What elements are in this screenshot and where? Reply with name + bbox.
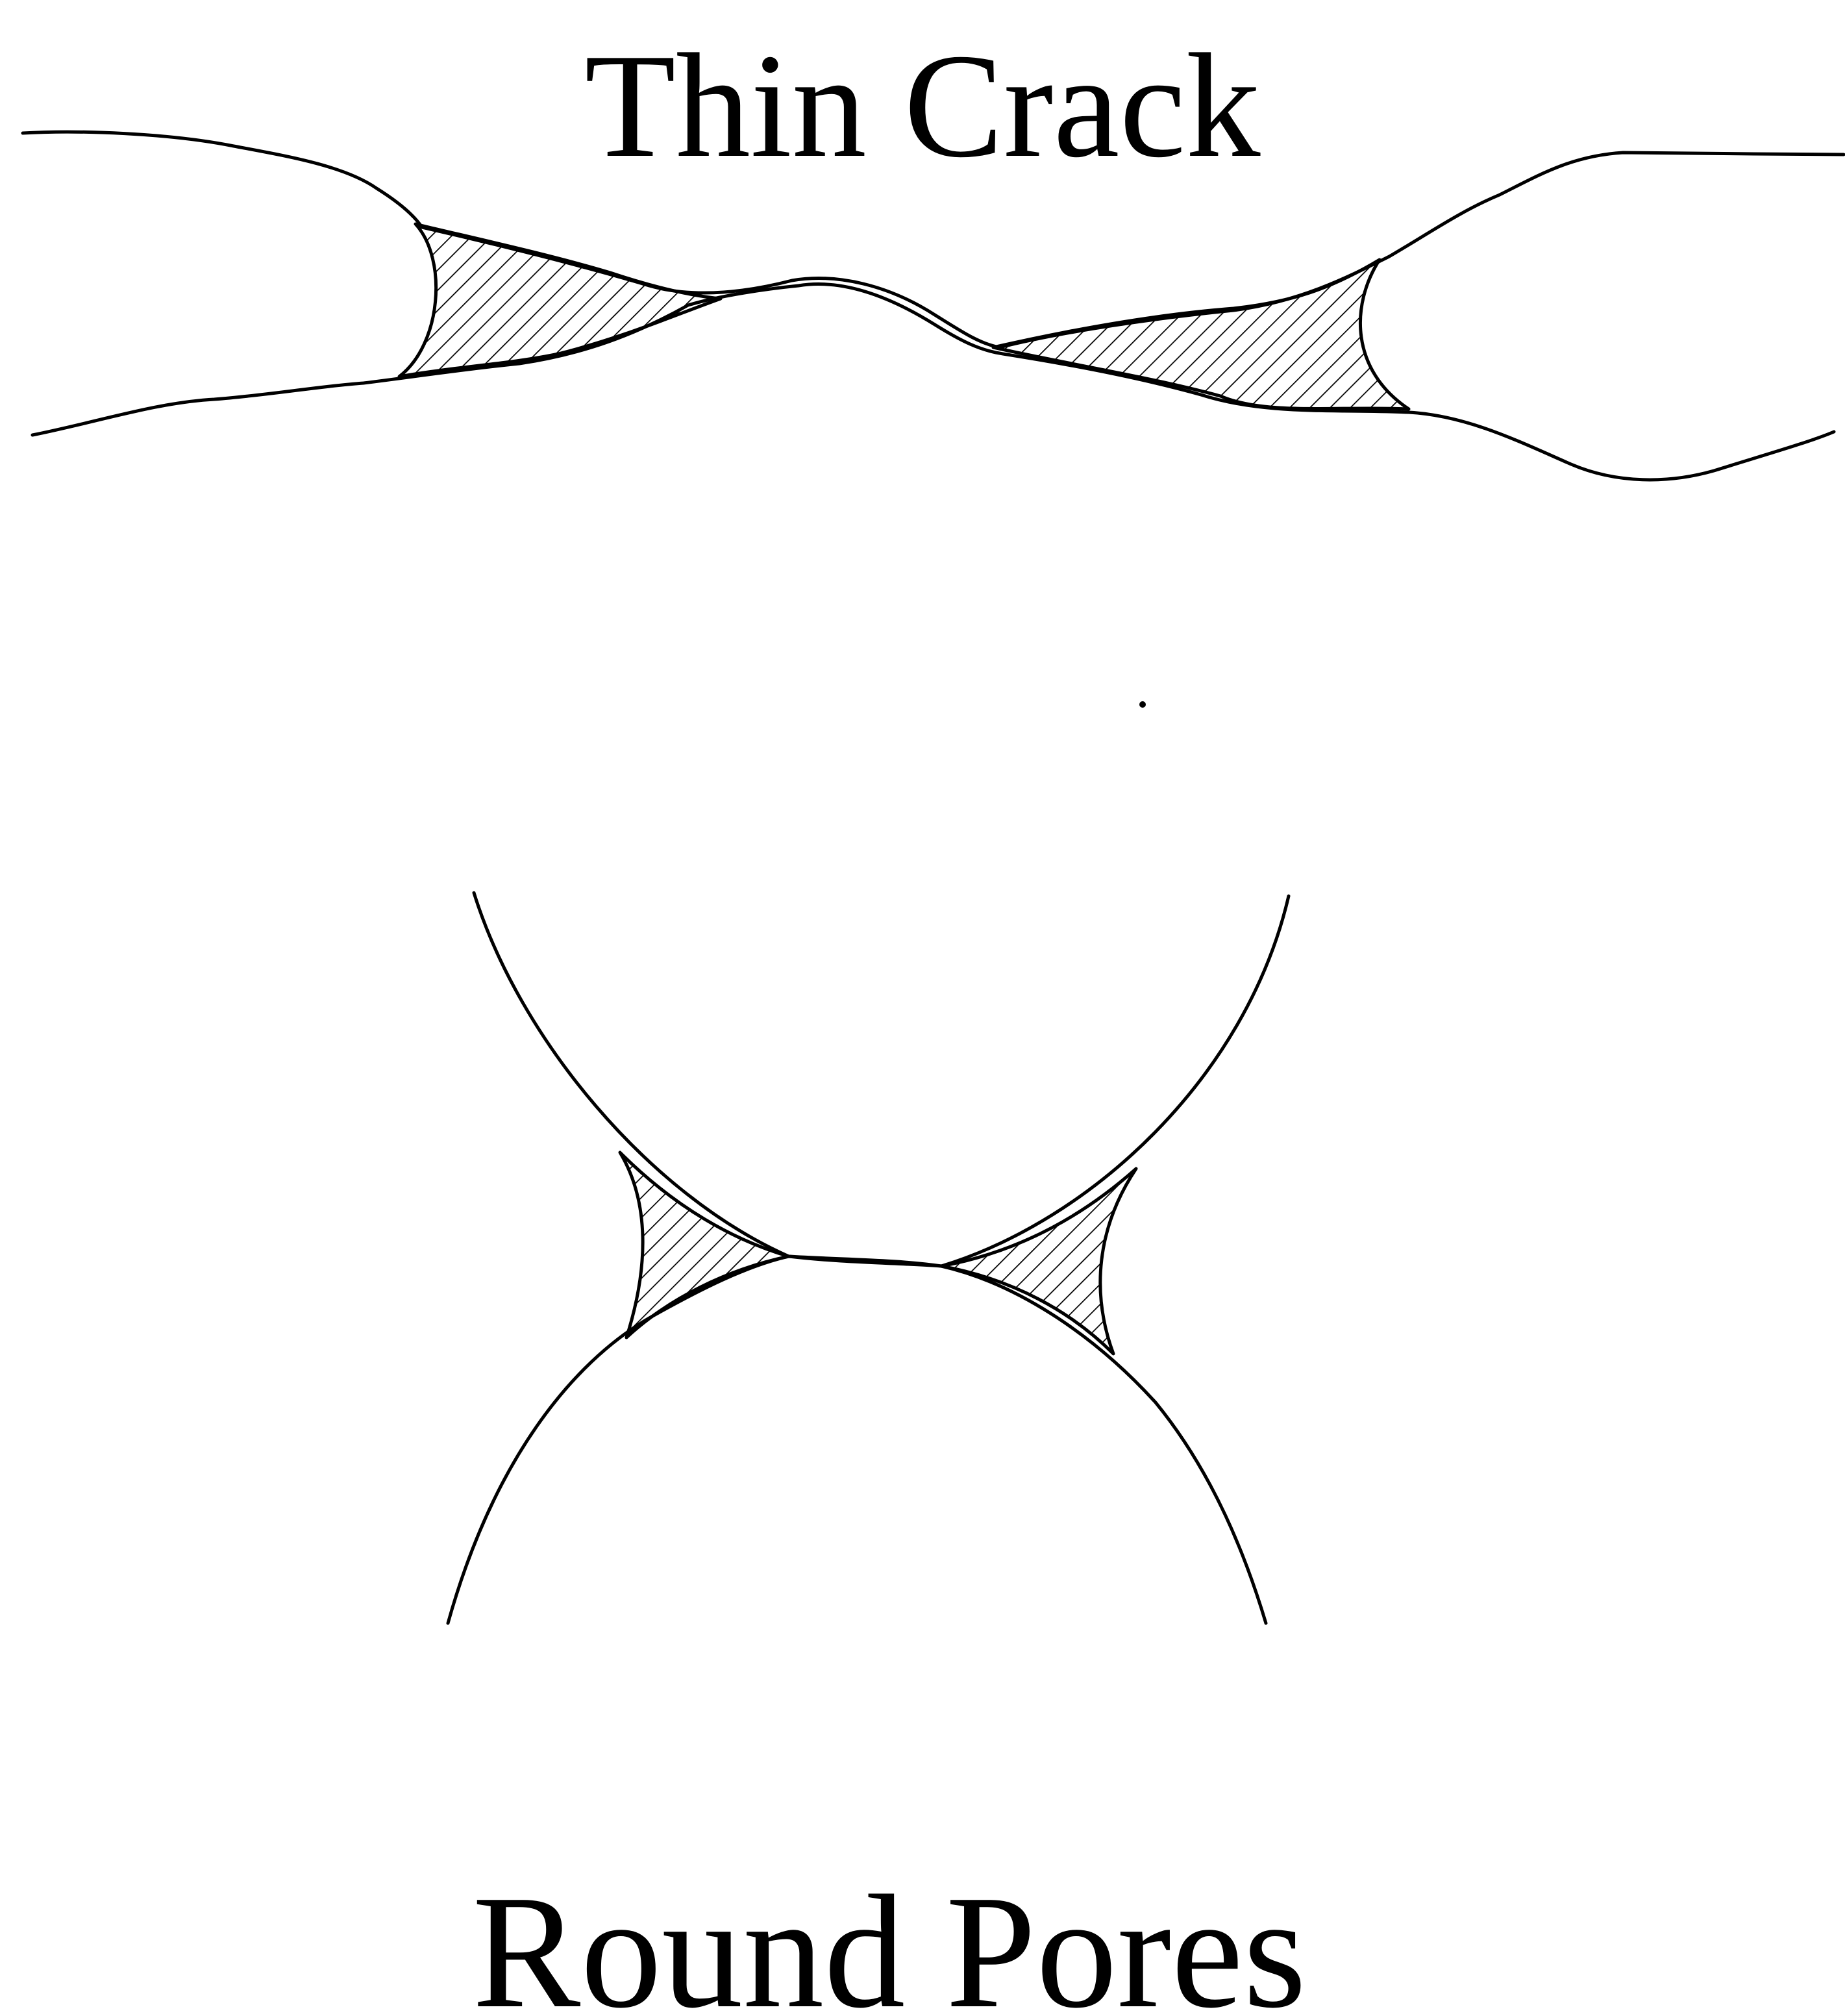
- pore-right-hatched-region: [941, 1169, 1136, 1354]
- round-pores-figure: [448, 893, 1289, 1623]
- stray-dot: [1139, 701, 1146, 708]
- round-pores-label: Round Pores: [473, 1862, 1307, 2016]
- upper-grain-outline: [474, 893, 1289, 1266]
- thin-crack-label: Thin Crack: [584, 23, 1260, 188]
- lower-grain-outline: [448, 1256, 1266, 1623]
- crack-left-hatched-region: [399, 224, 721, 377]
